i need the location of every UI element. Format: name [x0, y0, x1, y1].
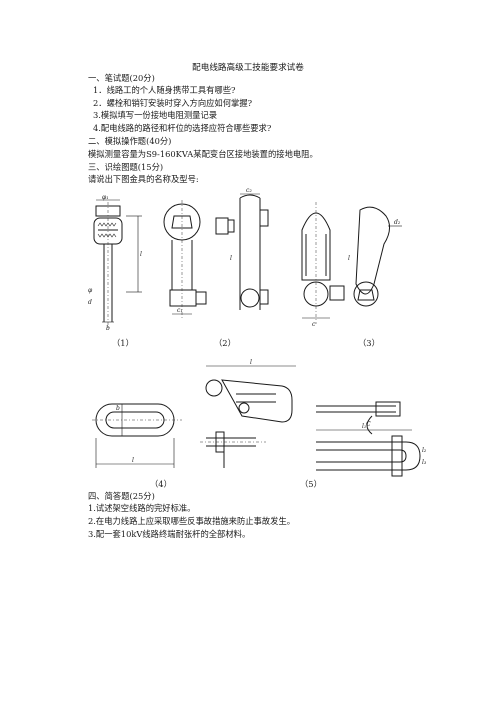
practical-heading: 二、模拟操作题(40分) — [88, 136, 172, 146]
drawing-prompt: 请说出下图金具的名称及型号: — [88, 174, 199, 184]
practical-text: 模拟测量容量为S9-160KVA某配变台区接地装置的接地电阻。 — [88, 149, 318, 159]
fig5-label-l1: l₁ — [362, 423, 366, 430]
short-item-2: 2.在电力线路上应采取哪些反事故措施来防止事故发生。 — [88, 516, 296, 526]
fig5-label-l: l — [250, 359, 252, 366]
drawing-heading: 三、识绘图题(15分) — [88, 162, 164, 172]
fitting-figure-1: φ₁ l d φ b — [88, 194, 142, 332]
fig2-label-c1: c₁ — [177, 307, 183, 314]
fig3-label-d2: d₂ — [394, 219, 401, 226]
fig5-label-l3: l₃ — [422, 459, 427, 466]
written-item-3: 3.模拟填写一份接地电阻测量记录 — [93, 110, 218, 120]
fig1-label-d: d — [88, 299, 92, 306]
caption-5: （5） — [300, 479, 322, 489]
fig5-label-C: C — [366, 421, 371, 428]
fig1-label-phi1: φ₁ — [102, 194, 109, 201]
caption-4: （4） — [150, 479, 172, 489]
fig4-label-b: b — [116, 405, 120, 412]
page-title: 配电线路高级工技能要求试卷 — [192, 63, 304, 73]
written-item-1: 1．线路工的个人随身携带工具有哪些? — [93, 85, 236, 95]
written-item-2: 2．螺栓和销钉安装时穿入方向应如何掌握? — [93, 98, 253, 108]
short-heading: 四、简答题(25分) — [88, 491, 155, 501]
fig1-label-phi: φ — [88, 287, 93, 294]
written-item-4: 4.配电线路的路径和杆位的选择应符合哪些要求? — [93, 123, 272, 133]
caption-2: （2） — [214, 338, 236, 348]
fig3-label-l: l — [348, 255, 350, 262]
fig5-label-l2: l₂ — [422, 447, 427, 454]
short-item-1: 1.试述架空线路的完好标准。 — [88, 503, 196, 513]
fig1-label-l: l — [140, 251, 142, 258]
fig2-label-c2: c₂ — [246, 187, 252, 194]
fitting-figure-5: l C l₁ l₂ l₃ — [200, 359, 427, 477]
fitting-figure-2: c₁ c₂ l — [163, 187, 269, 320]
short-item-3: 3.配一套10kV线路终端耐张杆的全部材料。 — [88, 529, 251, 539]
caption-1: （1） — [112, 338, 134, 348]
caption-3: （3） — [358, 338, 380, 348]
fig1-label-b: b — [106, 325, 110, 332]
written-heading: 一、笔试题(20分) — [88, 73, 155, 83]
fig3-label-c: c — [312, 321, 316, 328]
fig4-label-l: l — [132, 457, 134, 464]
fitting-figure-4: b l — [92, 403, 182, 468]
fig2-label-l: l — [230, 255, 232, 262]
fitting-figure-3: c d₂ l — [301, 202, 402, 328]
